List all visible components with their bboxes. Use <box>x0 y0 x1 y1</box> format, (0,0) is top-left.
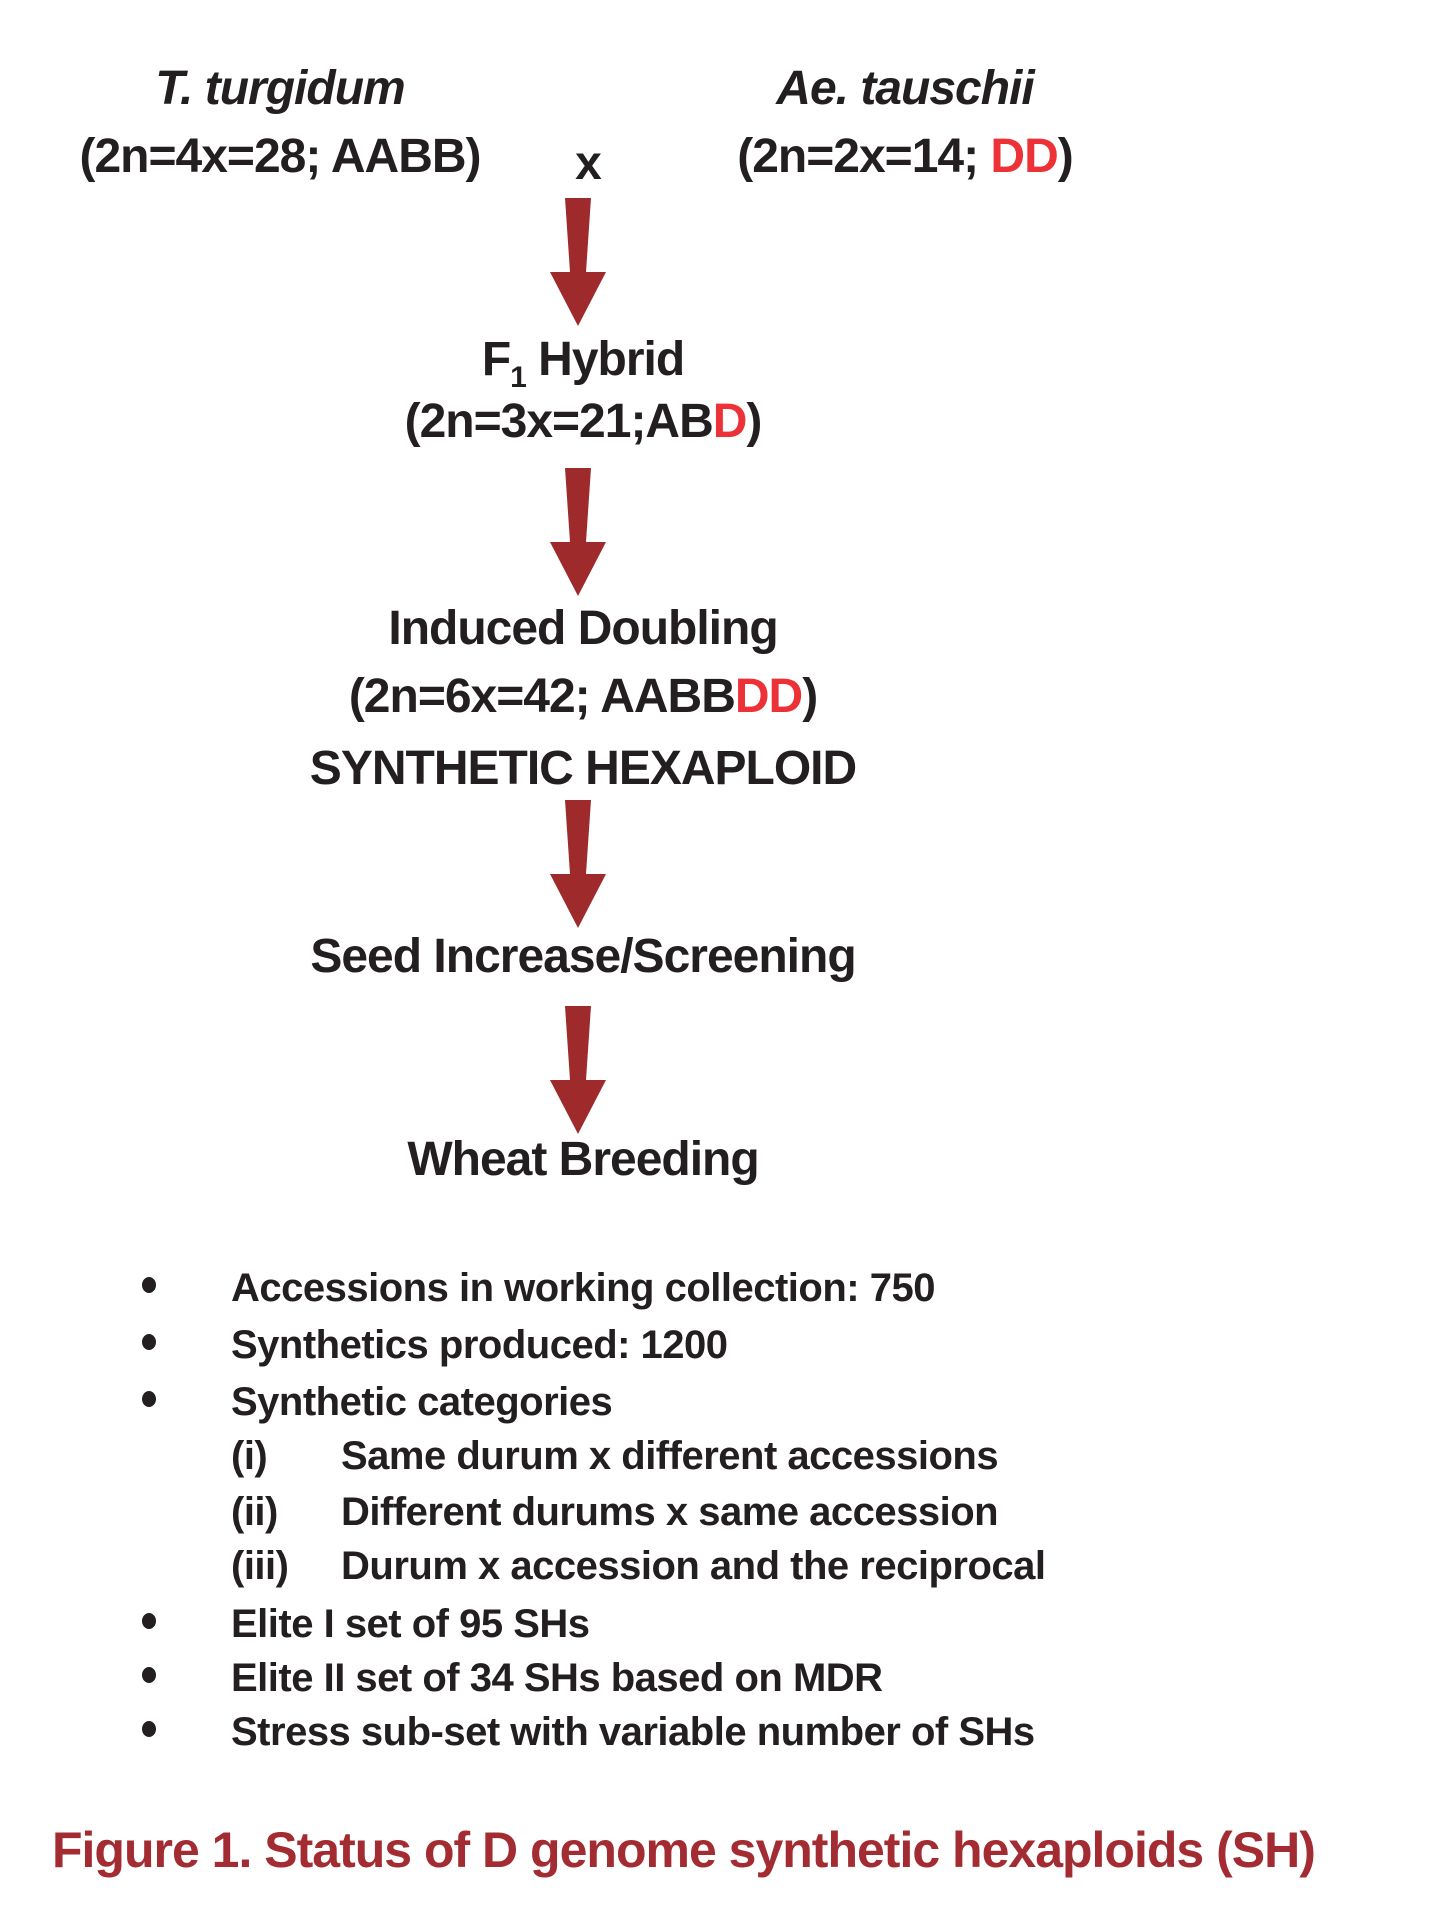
formula-red-dd: DD <box>734 670 803 723</box>
list-item-text: Same durum x different accessions <box>341 1434 999 1478</box>
f1-subscript: 1 <box>510 361 527 394</box>
genome-formula-ae-tauschii: (2n=2x=14; DD) <box>625 130 1185 183</box>
genome-formula-synthetic-hexaploid: (2n=6x=42; AABBDD) <box>253 670 913 723</box>
list-item: Accessions in working collection: 750 <box>0 1266 1453 1316</box>
figure-caption: Figure 1. Status of D genome synthetic h… <box>52 1822 1316 1878</box>
formula-black-part: (2n=2x=14; <box>737 130 991 183</box>
list-item: Elite I set of 95 SHs <box>0 1602 1453 1652</box>
genome-formula-f1-hybrid: (2n=3x=21;ABD) <box>303 395 863 448</box>
formula-close-paren: ) <box>802 670 818 723</box>
list-item-text: Different durums x same accession <box>341 1490 999 1534</box>
list-item-text: Elite II set of 34 SHs based on MDR <box>231 1656 883 1700</box>
formula-close-paren: ) <box>746 395 762 448</box>
bullet-icon <box>142 1721 156 1737</box>
down-arrow-icon <box>550 468 606 596</box>
down-arrow-icon <box>550 800 606 928</box>
formula-red-dd: DD <box>990 130 1058 183</box>
list-item-text: Durum x accession and the reciprocal <box>341 1544 1046 1588</box>
bullet-icon <box>142 1391 156 1407</box>
list-item: (i) Same durum x different accessions <box>0 1434 1453 1484</box>
genome-formula-t-turgidum: (2n=4x=28; AABB) <box>79 130 481 183</box>
list-item-text: Stress sub-set with variable number of S… <box>231 1710 1035 1754</box>
down-arrow-icon <box>550 198 606 326</box>
bullet-icon <box>142 1613 156 1629</box>
roman-numeral-marker: (iii) <box>231 1544 289 1588</box>
list-item: Synthetic categories <box>0 1380 1453 1430</box>
list-item-text: Synthetics produced: 1200 <box>231 1323 728 1367</box>
formula-red-d: D <box>712 395 748 448</box>
species-name-t-turgidum: T. turgidum <box>155 62 405 115</box>
stage-f1-hybrid: F1 Hybrid <box>303 333 863 393</box>
f1-hybrid-word: Hybrid <box>525 333 685 386</box>
list-item-text: Synthetic categories <box>231 1380 613 1424</box>
list-item: Synthetics produced: 1200 <box>0 1323 1453 1373</box>
bullet-icon <box>142 1667 156 1683</box>
species-name-ae-tauschii: Ae. tauschii <box>776 62 1034 115</box>
roman-numeral-marker: (ii) <box>231 1490 278 1534</box>
cross-symbol: x <box>575 137 602 190</box>
list-item-text: Accessions in working collection: 750 <box>231 1266 935 1310</box>
stage-induced-doubling: Induced Doubling <box>388 602 778 655</box>
stage-wheat-breeding: Wheat Breeding <box>407 1133 759 1186</box>
formula-black-part: (2n=3x=21;AB <box>404 395 714 448</box>
f1-letter: F <box>481 333 511 386</box>
list-item: (ii) Different durums x same accession <box>0 1490 1453 1540</box>
bullet-icon <box>142 1277 156 1293</box>
stage-synthetic-hexaploid-label: SYNTHETIC HEXAPLOID <box>309 742 857 795</box>
roman-numeral-marker: (i) <box>231 1434 268 1478</box>
bullet-icon <box>142 1334 156 1350</box>
stage-seed-increase-screening: Seed Increase/Screening <box>310 930 856 983</box>
formula-black-part: (2n=6x=42; AABB <box>348 670 736 723</box>
formula-close-paren: ) <box>1057 130 1074 183</box>
list-item: Elite II set of 34 SHs based on MDR <box>0 1656 1453 1706</box>
list-item-text: Elite I set of 95 SHs <box>231 1602 590 1646</box>
list-item: Stress sub-set with variable number of S… <box>0 1710 1453 1760</box>
list-item: (iii) Durum x accession and the reciproc… <box>0 1544 1453 1594</box>
down-arrow-icon <box>550 1006 606 1134</box>
